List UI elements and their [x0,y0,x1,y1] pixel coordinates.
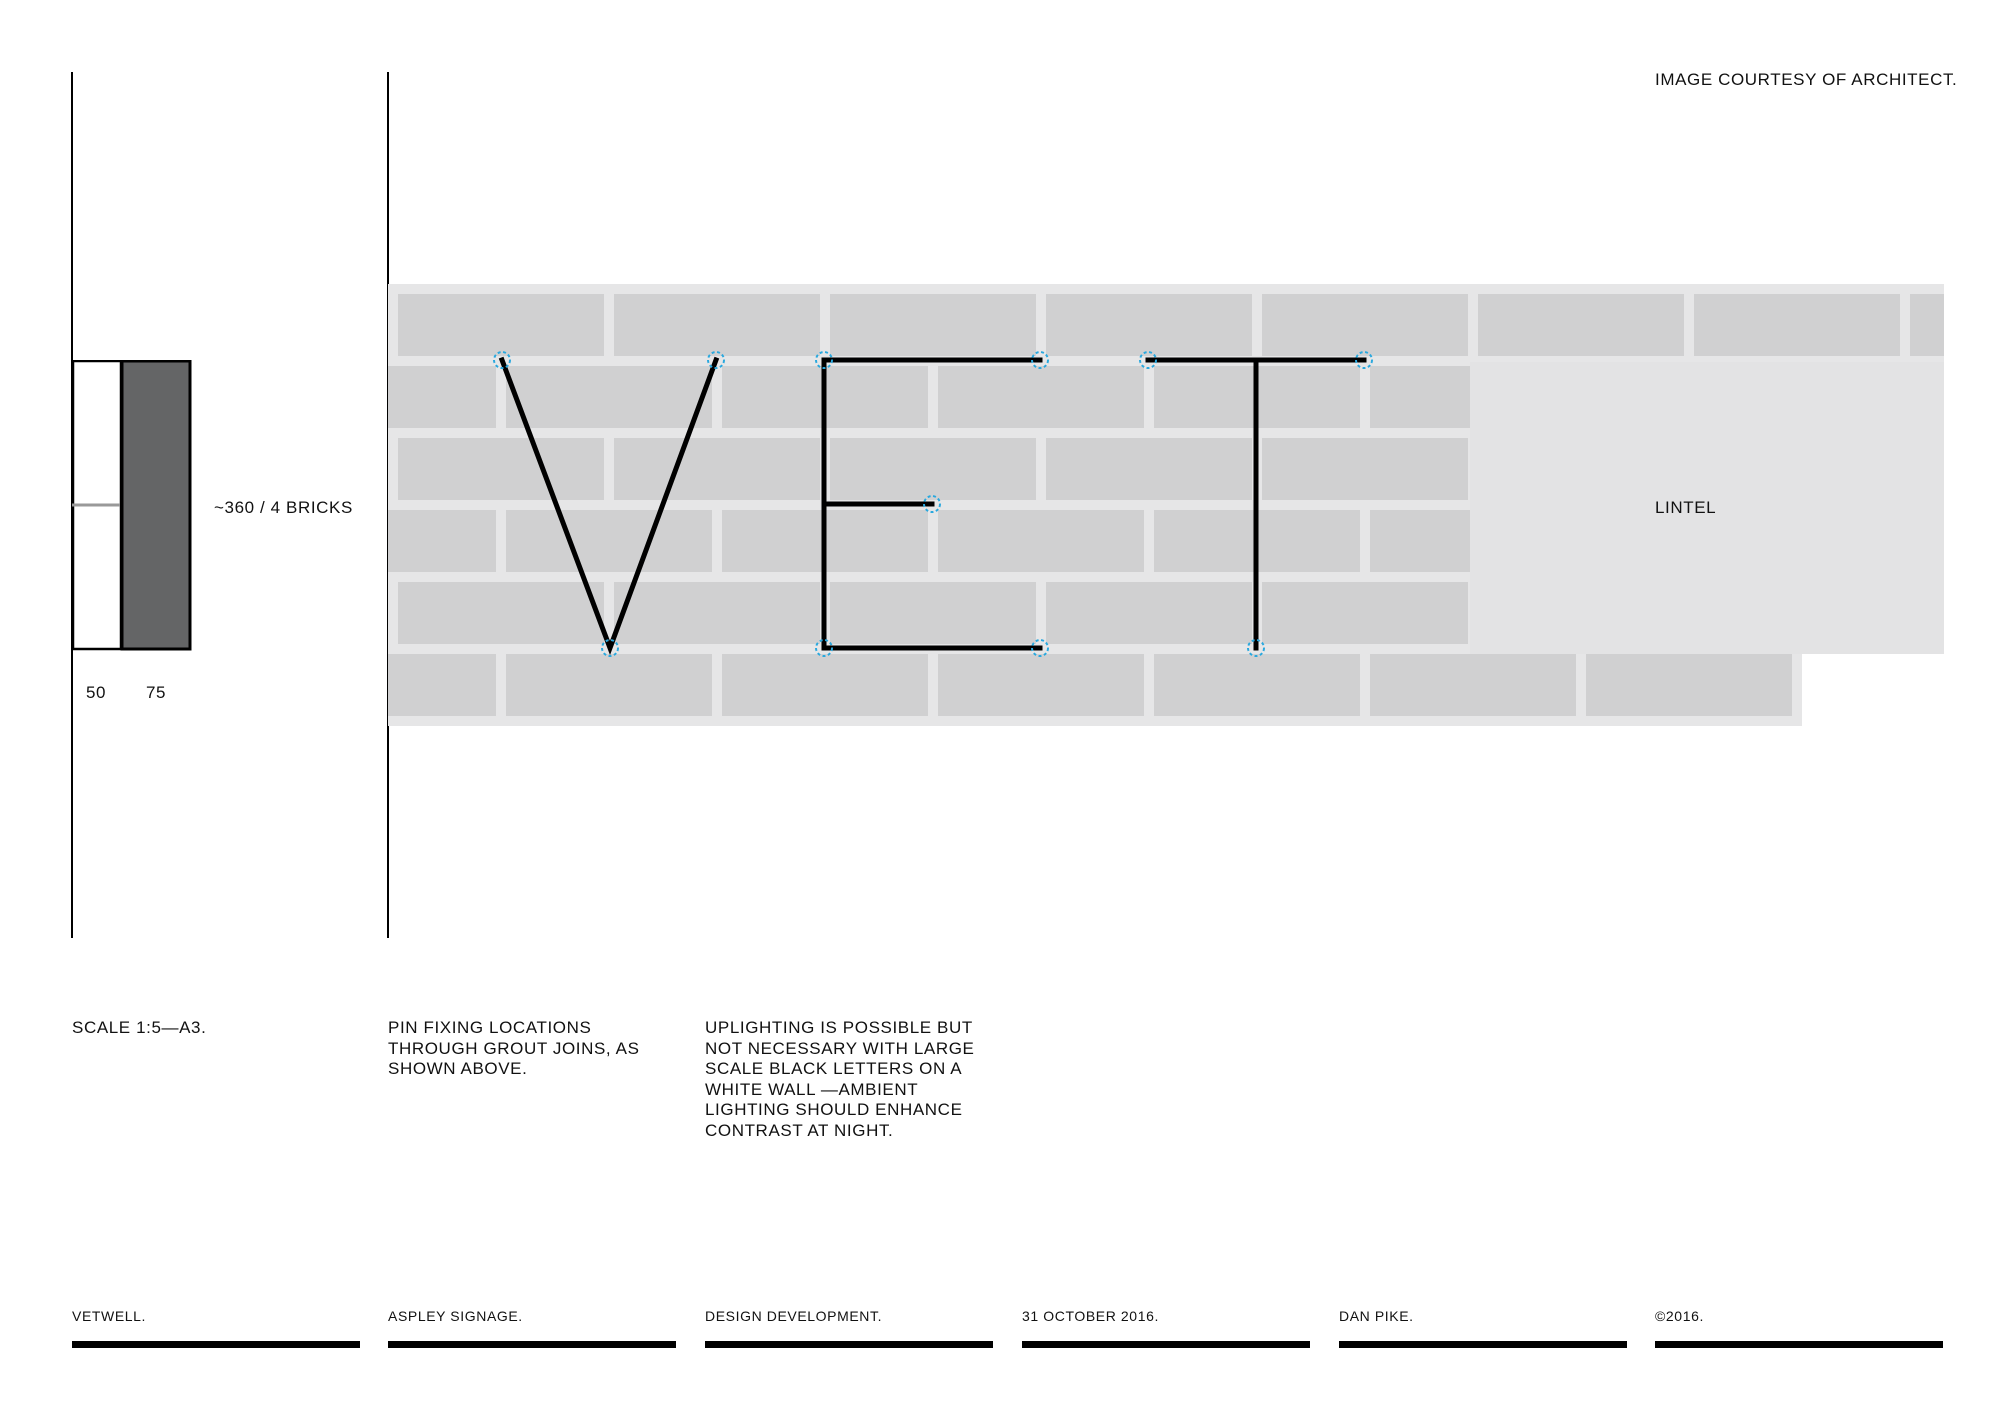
brick [938,654,1144,716]
brick [506,654,712,716]
brick [1586,654,1792,716]
uplighting-note: UPLIGHTING IS POSSIBLE BUT NOT NECESSARY… [705,1018,975,1140]
footer-rule [72,1341,360,1348]
pin-fixing-point [1139,351,1157,369]
footer-copyright: ©2016. [1655,1307,1943,1348]
pin-fixing-note: PIN FIXING LOCATIONS THROUGH GROUT JOINS… [388,1018,640,1078]
scale-note: SCALE 1:5—A3. [72,1018,207,1037]
brick [388,654,496,716]
brick [1046,582,1252,644]
pin-fixing-point [1247,639,1265,657]
brick [1478,294,1684,356]
brick [1370,654,1576,716]
brick [1262,582,1468,644]
pin-fixing-point [1031,351,1049,369]
pin-fixing-point [601,639,619,657]
brick [1370,510,1470,572]
brick [1154,654,1360,716]
brick [722,654,928,716]
wall-elevation [388,284,1944,726]
footer-author-label: DAN PIKE. [1339,1308,1414,1324]
footer-stage: DESIGN DEVELOPMENT. [705,1307,993,1348]
letter-v [498,356,720,656]
letter-section [120,360,192,651]
footer-rule [388,1341,676,1348]
brick [938,510,1144,572]
footer-client-label: VETWELL. [72,1308,147,1324]
brick [614,438,820,500]
brick [830,438,1036,500]
brick [1046,438,1252,500]
brick [938,366,1144,428]
brick [398,294,604,356]
brick [614,294,820,356]
pin-fixing-points [493,351,1373,657]
lintel-label: LINTEL [1655,498,1717,517]
height-dimension-label: ~360 / 4 BRICKS [214,498,353,517]
brick [1694,294,1900,356]
pin-fixing-point [815,351,833,369]
footer-project: ASPLEY SIGNAGE. [388,1307,676,1348]
brick [614,582,820,644]
brick [1910,294,1944,356]
footer-rule [1022,1341,1310,1348]
brick [1262,438,1468,500]
lintel [1470,362,1944,654]
footer-rule [705,1341,993,1348]
section-detail [72,360,192,651]
brick [506,366,712,428]
footer-author: DAN PIKE. [1339,1307,1627,1348]
image-credit: IMAGE COURTESY OF ARCHITECT. [1655,70,1958,89]
dimension-75: 75 [146,683,167,702]
footer-rule [1655,1341,1943,1348]
brick [1262,294,1468,356]
brick [398,582,604,644]
brick [1046,294,1252,356]
footer-date-label: 31 OCTOBER 2016. [1022,1308,1159,1324]
pin-fixing-point [815,639,833,657]
pin-fixing-point [707,351,725,369]
footer-client: VETWELL. [72,1307,360,1348]
footer-project-label: ASPLEY SIGNAGE. [388,1308,523,1324]
brick [506,510,712,572]
brick [398,438,604,500]
pin-fixing-point [493,351,511,369]
brick [1370,366,1470,428]
brick [830,582,1036,644]
vet-letters [498,356,1367,656]
footer-copyright-label: ©2016. [1655,1308,1704,1324]
footer-date: 31 OCTOBER 2016. [1022,1307,1310,1348]
footer-rule [1339,1341,1627,1348]
brick [388,510,496,572]
pin-fixing-point [1031,639,1049,657]
brick [388,366,496,428]
pin-fixing-point [923,495,941,513]
brick [830,294,1036,356]
dimension-50: 50 [86,683,107,702]
footer-stage-label: DESIGN DEVELOPMENT. [705,1308,883,1324]
pin-fixing-point [1355,351,1373,369]
